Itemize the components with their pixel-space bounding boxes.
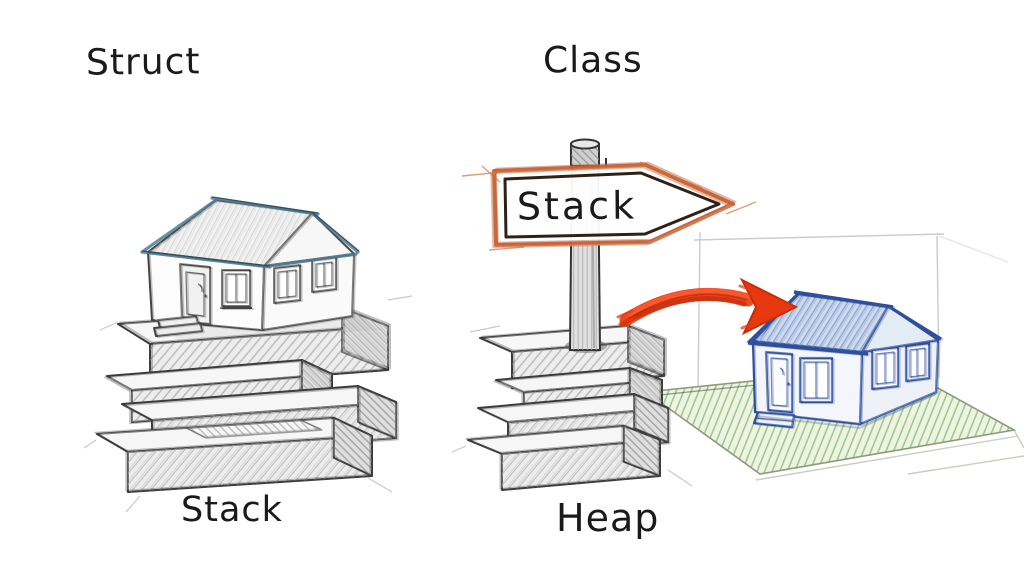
signpost	[461, 138, 757, 353]
heap-caption: Heap	[556, 496, 660, 540]
right-slab-stack	[451, 323, 693, 491]
stack-sign-label: Stack	[516, 183, 638, 229]
left-slab-stack	[83, 295, 413, 513]
stack-caption: Stack	[181, 490, 283, 530]
pencil-stray-lines	[83, 295, 413, 513]
sign-stray-strokes	[461, 161, 757, 251]
class-heading: Class	[542, 39, 643, 82]
red-arrow-icon	[616, 277, 799, 336]
roof-accent-strokes	[140, 196, 360, 269]
struct-heading: Struct	[85, 41, 201, 84]
stack-sign	[461, 161, 757, 251]
left-house-sketch	[140, 196, 360, 338]
